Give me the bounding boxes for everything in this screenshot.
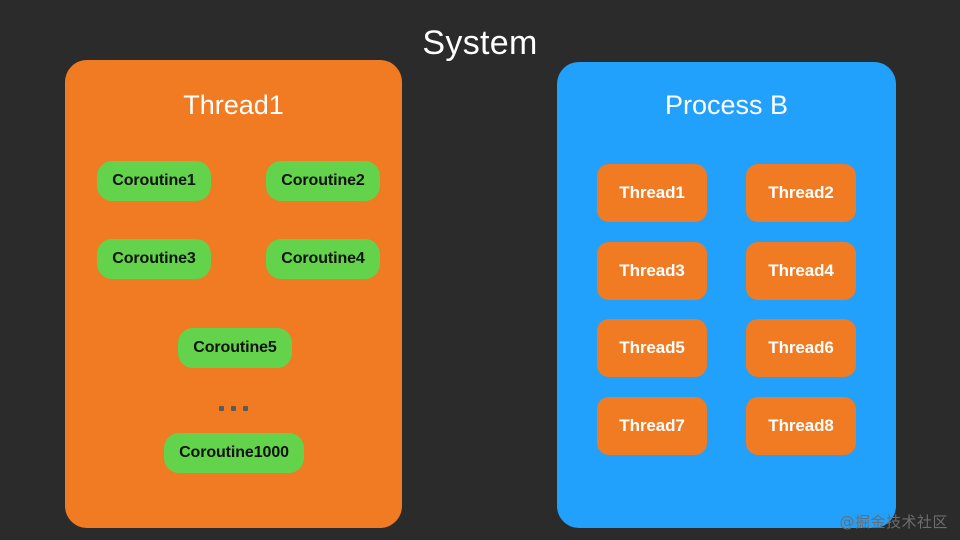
watermark: @掘金技术社区 <box>839 513 948 531</box>
coroutine-item-3[interactable]: Coroutine3 <box>97 239 211 279</box>
ellipsis-dot <box>243 406 248 411</box>
ellipsis-indicator <box>65 406 402 411</box>
panel-process-b-title: Process B <box>664 90 789 120</box>
thread-item-2[interactable]: Thread2 <box>746 164 856 222</box>
panel-thread1-title: Thread1 <box>183 90 284 120</box>
thread-item-1[interactable]: Thread1 <box>597 164 707 222</box>
thread-item-8[interactable]: Thread8 <box>746 397 856 455</box>
thread-item-7[interactable]: Thread7 <box>597 397 707 455</box>
thread-item-4[interactable]: Thread4 <box>746 242 856 300</box>
ellipsis-dot <box>219 406 224 411</box>
coroutine-item-5[interactable]: Coroutine5 <box>178 328 292 368</box>
thread-item-5[interactable]: Thread5 <box>597 319 707 377</box>
page-title: System <box>422 24 538 62</box>
panel-process-b: Process B Thread1 Thread2 Thread3 Thread… <box>557 62 896 528</box>
coroutine-item-1000[interactable]: Coroutine1000 <box>164 433 304 473</box>
ellipsis-dot <box>231 406 236 411</box>
thread-item-6[interactable]: Thread6 <box>746 319 856 377</box>
coroutine-item-2[interactable]: Coroutine2 <box>266 161 380 201</box>
thread-item-3[interactable]: Thread3 <box>597 242 707 300</box>
coroutine-item-1[interactable]: Coroutine1 <box>97 161 211 201</box>
coroutine-item-4[interactable]: Coroutine4 <box>266 239 380 279</box>
panel-thread1: Thread1 Coroutine1 Coroutine2 Coroutine3… <box>65 60 402 528</box>
